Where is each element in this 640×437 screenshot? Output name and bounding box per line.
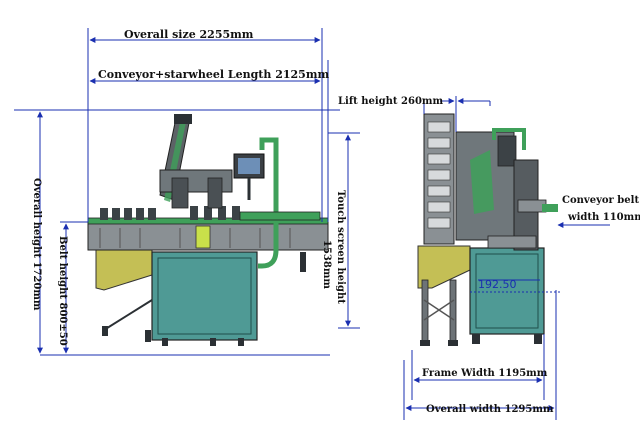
front-bottles bbox=[100, 206, 240, 220]
lift-height-label: Lift height 260mm bbox=[338, 96, 443, 107]
conveyor-length-label: Conveyor+starwheel Length 2125mm bbox=[98, 68, 329, 81]
side-green-pipe bbox=[492, 128, 526, 150]
belt-height-label: Belt height 800±50 bbox=[57, 236, 68, 346]
front-base-frame bbox=[151, 251, 258, 341]
overall-size-label: Overall size 2255mm bbox=[124, 28, 254, 41]
overall-height-label: Overall height 1720mm bbox=[31, 178, 42, 311]
side-olive-tank bbox=[417, 245, 471, 289]
side-base-frame bbox=[469, 247, 545, 335]
belt-width-label: width 110mm bbox=[567, 212, 640, 223]
overall-width-label: Overall width 1295mm bbox=[426, 404, 554, 415]
front-olive-tank bbox=[95, 249, 153, 291]
frame-width-label: Frame Width 1195mm bbox=[422, 368, 548, 379]
conveyor-belt-label: Conveyor belt bbox=[562, 195, 639, 206]
touch-screen-value-label: 1538mm bbox=[321, 240, 332, 289]
side-value-label: 192.50 bbox=[478, 278, 517, 291]
touch-screen-height-label: Touch screen height bbox=[335, 190, 346, 304]
dimension-lines bbox=[14, 28, 610, 420]
side-view bbox=[417, 113, 558, 346]
front-green-pipe bbox=[258, 137, 279, 269]
front-view bbox=[87, 114, 329, 346]
front-feet bbox=[102, 252, 306, 346]
